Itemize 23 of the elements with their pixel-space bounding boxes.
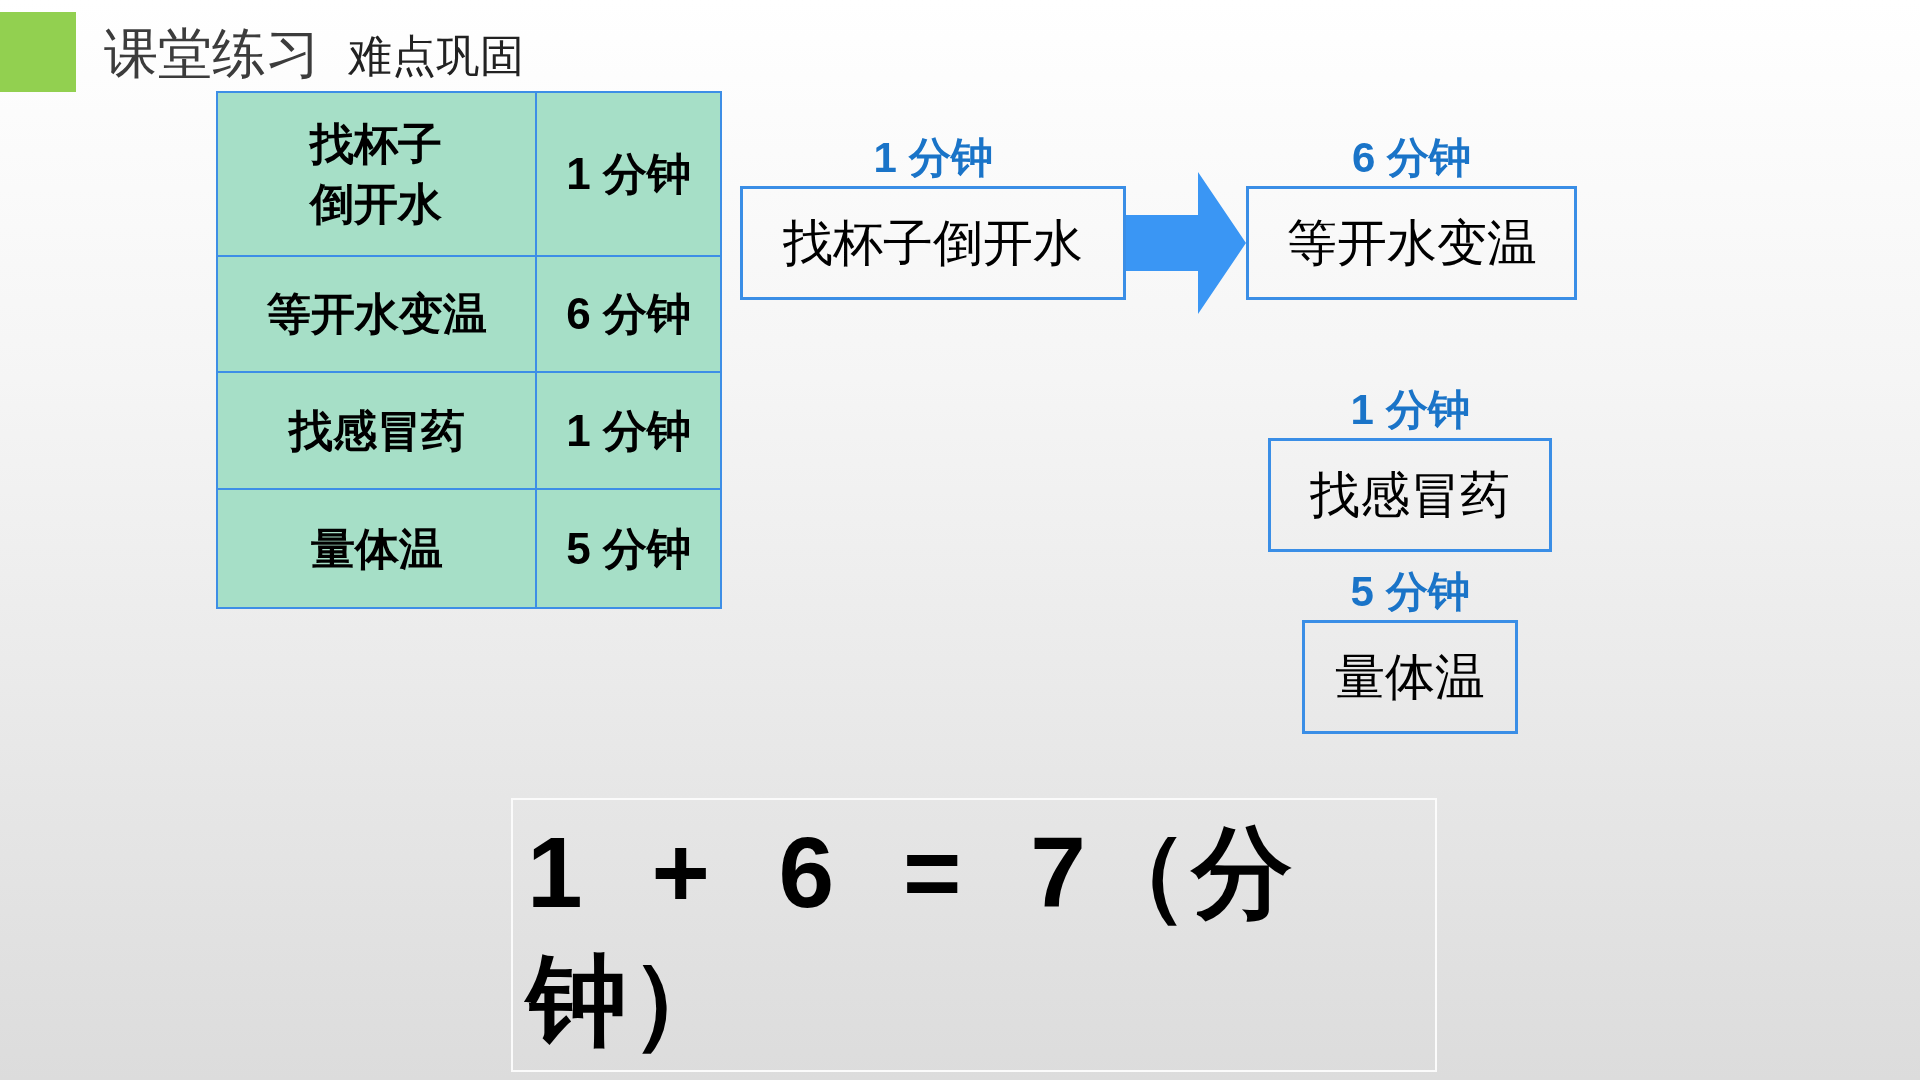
- step-box: [1302, 620, 1518, 734]
- table-cell: 量体温: [217, 489, 536, 608]
- step-box: [1268, 438, 1552, 552]
- table-cell: 找杯子倒开水: [217, 92, 536, 256]
- step-text: 找感冒药: [1310, 466, 1510, 525]
- duration-label: 6 分钟: [1352, 134, 1472, 182]
- step-text: 等开水变温: [1286, 214, 1537, 273]
- slide-subtitle: 难点巩固: [348, 30, 524, 82]
- duration-label: 5 分钟: [1350, 568, 1470, 616]
- step-text: 量体温: [1335, 648, 1485, 707]
- slide-title: 课堂练习: [104, 22, 320, 85]
- table-cell: 找感冒药: [217, 372, 536, 489]
- step-text: 找杯子倒开水: [783, 214, 1083, 273]
- duration-label: 1 分钟: [873, 134, 993, 182]
- table-cell: 1 分钟: [536, 372, 721, 489]
- table-cell: 1 分钟: [536, 92, 721, 256]
- step-box: [1246, 186, 1577, 300]
- table-cell: 等开水变温: [217, 256, 536, 372]
- duration-label: 1 分钟: [1350, 386, 1470, 434]
- table-cell: 5 分钟: [536, 489, 721, 608]
- step-box: [740, 186, 1126, 300]
- table-cell: 6 分钟: [536, 256, 721, 372]
- block-arrow: [1126, 172, 1246, 314]
